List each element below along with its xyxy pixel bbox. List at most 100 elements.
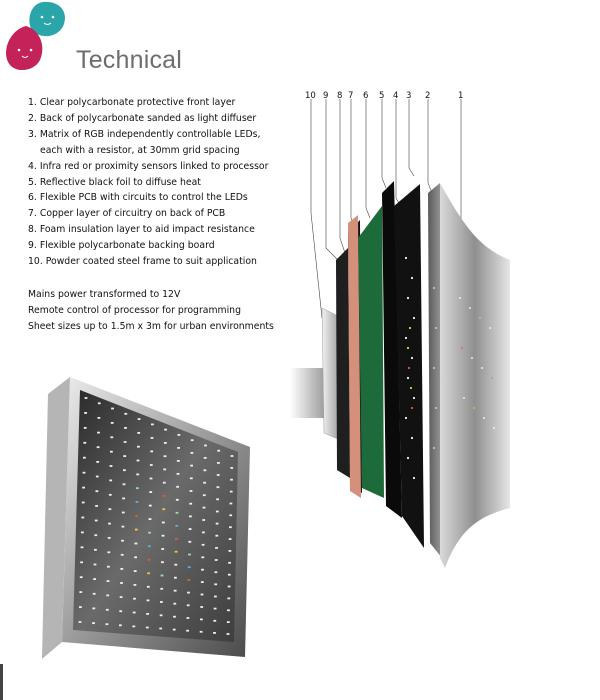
led-dot: [145, 626, 149, 629]
led-dot: [159, 627, 163, 630]
layer-label: 5: [379, 91, 384, 101]
led-dot: [213, 619, 217, 622]
led-dot: [105, 608, 109, 611]
led-matrix: [404, 256, 416, 480]
led-dot: [96, 446, 100, 449]
led-dot: [82, 486, 85, 489]
led-dot: [214, 595, 217, 598]
led-dot: [216, 498, 219, 501]
led-dot: [228, 538, 232, 540]
led-dot: [190, 439, 194, 442]
led-dot: [97, 417, 101, 419]
led-dot: [161, 534, 165, 537]
led-dot: [96, 461, 100, 463]
led-dot: [190, 464, 193, 467]
led-dot: [160, 587, 164, 590]
led-dot: [176, 460, 180, 462]
led-dot: [81, 516, 85, 519]
led-dot: [186, 604, 190, 607]
layer-label: 8: [337, 91, 342, 101]
led-dot: [177, 434, 181, 436]
led-dot: [189, 477, 193, 480]
exploded-layer-diagram: 10 9 8 7 6 5 4 3 2 1: [290, 91, 510, 568]
logo: [6, 1, 66, 71]
led-dot: [214, 571, 218, 574]
led-dot: [121, 539, 124, 542]
led-dot: [124, 412, 128, 415]
led-dot: [176, 485, 179, 488]
led-dot: [160, 601, 163, 603]
led-dot: [174, 563, 178, 566]
led-dot: [230, 467, 234, 469]
led-dot: [186, 629, 189, 632]
layer-label: 10: [305, 91, 316, 101]
led-dot: [228, 550, 232, 552]
led-dot: [108, 522, 111, 525]
led-dot: [79, 591, 83, 593]
led-dot: [172, 628, 176, 631]
led-dot: [173, 602, 177, 605]
led-dot: [175, 524, 179, 527]
led-dot: [189, 515, 192, 518]
led-dot: [149, 464, 153, 466]
led-dot: [134, 542, 138, 545]
list-item: 7. Copper layer of circuitry on back of …: [28, 208, 226, 220]
led-dot: [174, 576, 177, 579]
led-dot: [146, 599, 150, 602]
led-dot: [109, 479, 113, 482]
led-dot: [132, 625, 136, 628]
layer-label: 1: [458, 91, 463, 101]
led-dot: [174, 550, 178, 553]
led-dot: [229, 514, 233, 517]
led-dot: [124, 427, 127, 429]
led-dot: [107, 551, 111, 554]
led-dot: [111, 407, 114, 410]
led-dot: [95, 475, 99, 478]
led-grid: [78, 397, 234, 635]
led-dot: [136, 473, 140, 476]
led-dot: [84, 397, 88, 399]
led-dot: [202, 506, 206, 509]
led-dot: [149, 477, 153, 480]
led-dot: [148, 504, 152, 507]
led-dot: [147, 545, 151, 548]
led-dot: [216, 486, 220, 489]
led-dot: [119, 596, 123, 598]
led-dot: [200, 593, 204, 596]
layer-label: 4: [393, 91, 398, 101]
led-dot: [108, 508, 112, 511]
led-dot: [163, 442, 167, 444]
led-dot: [94, 519, 98, 522]
list-item: 4. Infra red or proximity sensors linked…: [28, 160, 269, 172]
led-dot: [160, 574, 164, 577]
led-dot: [226, 633, 230, 635]
led-dot: [137, 418, 141, 420]
led-dot: [204, 444, 207, 447]
led-dot: [176, 473, 180, 475]
led-dot: [213, 632, 216, 634]
led-dot: [84, 412, 87, 414]
led-dot: [161, 548, 165, 550]
led-dot: [121, 525, 125, 528]
layer-label: 9: [323, 91, 328, 101]
led-dot: [175, 537, 178, 540]
led-dot: [109, 465, 113, 467]
led-dot: [151, 423, 154, 426]
led-dot: [203, 469, 207, 472]
led-dot: [202, 519, 206, 521]
led-dot: [105, 623, 109, 626]
led-dot: [120, 553, 124, 556]
led-dot: [146, 613, 149, 615]
led-dot: [135, 501, 139, 503]
led-dot: [108, 493, 112, 496]
led-dot: [188, 540, 192, 543]
led-dot: [106, 594, 110, 597]
led-dot: [215, 534, 219, 537]
led-dot: [163, 468, 167, 471]
led-dot: [214, 583, 218, 586]
led-dot: [81, 531, 84, 534]
led-dot: [81, 501, 85, 504]
led-dot: [199, 630, 203, 633]
led-dot: [83, 427, 87, 429]
led-dot: [123, 455, 127, 457]
